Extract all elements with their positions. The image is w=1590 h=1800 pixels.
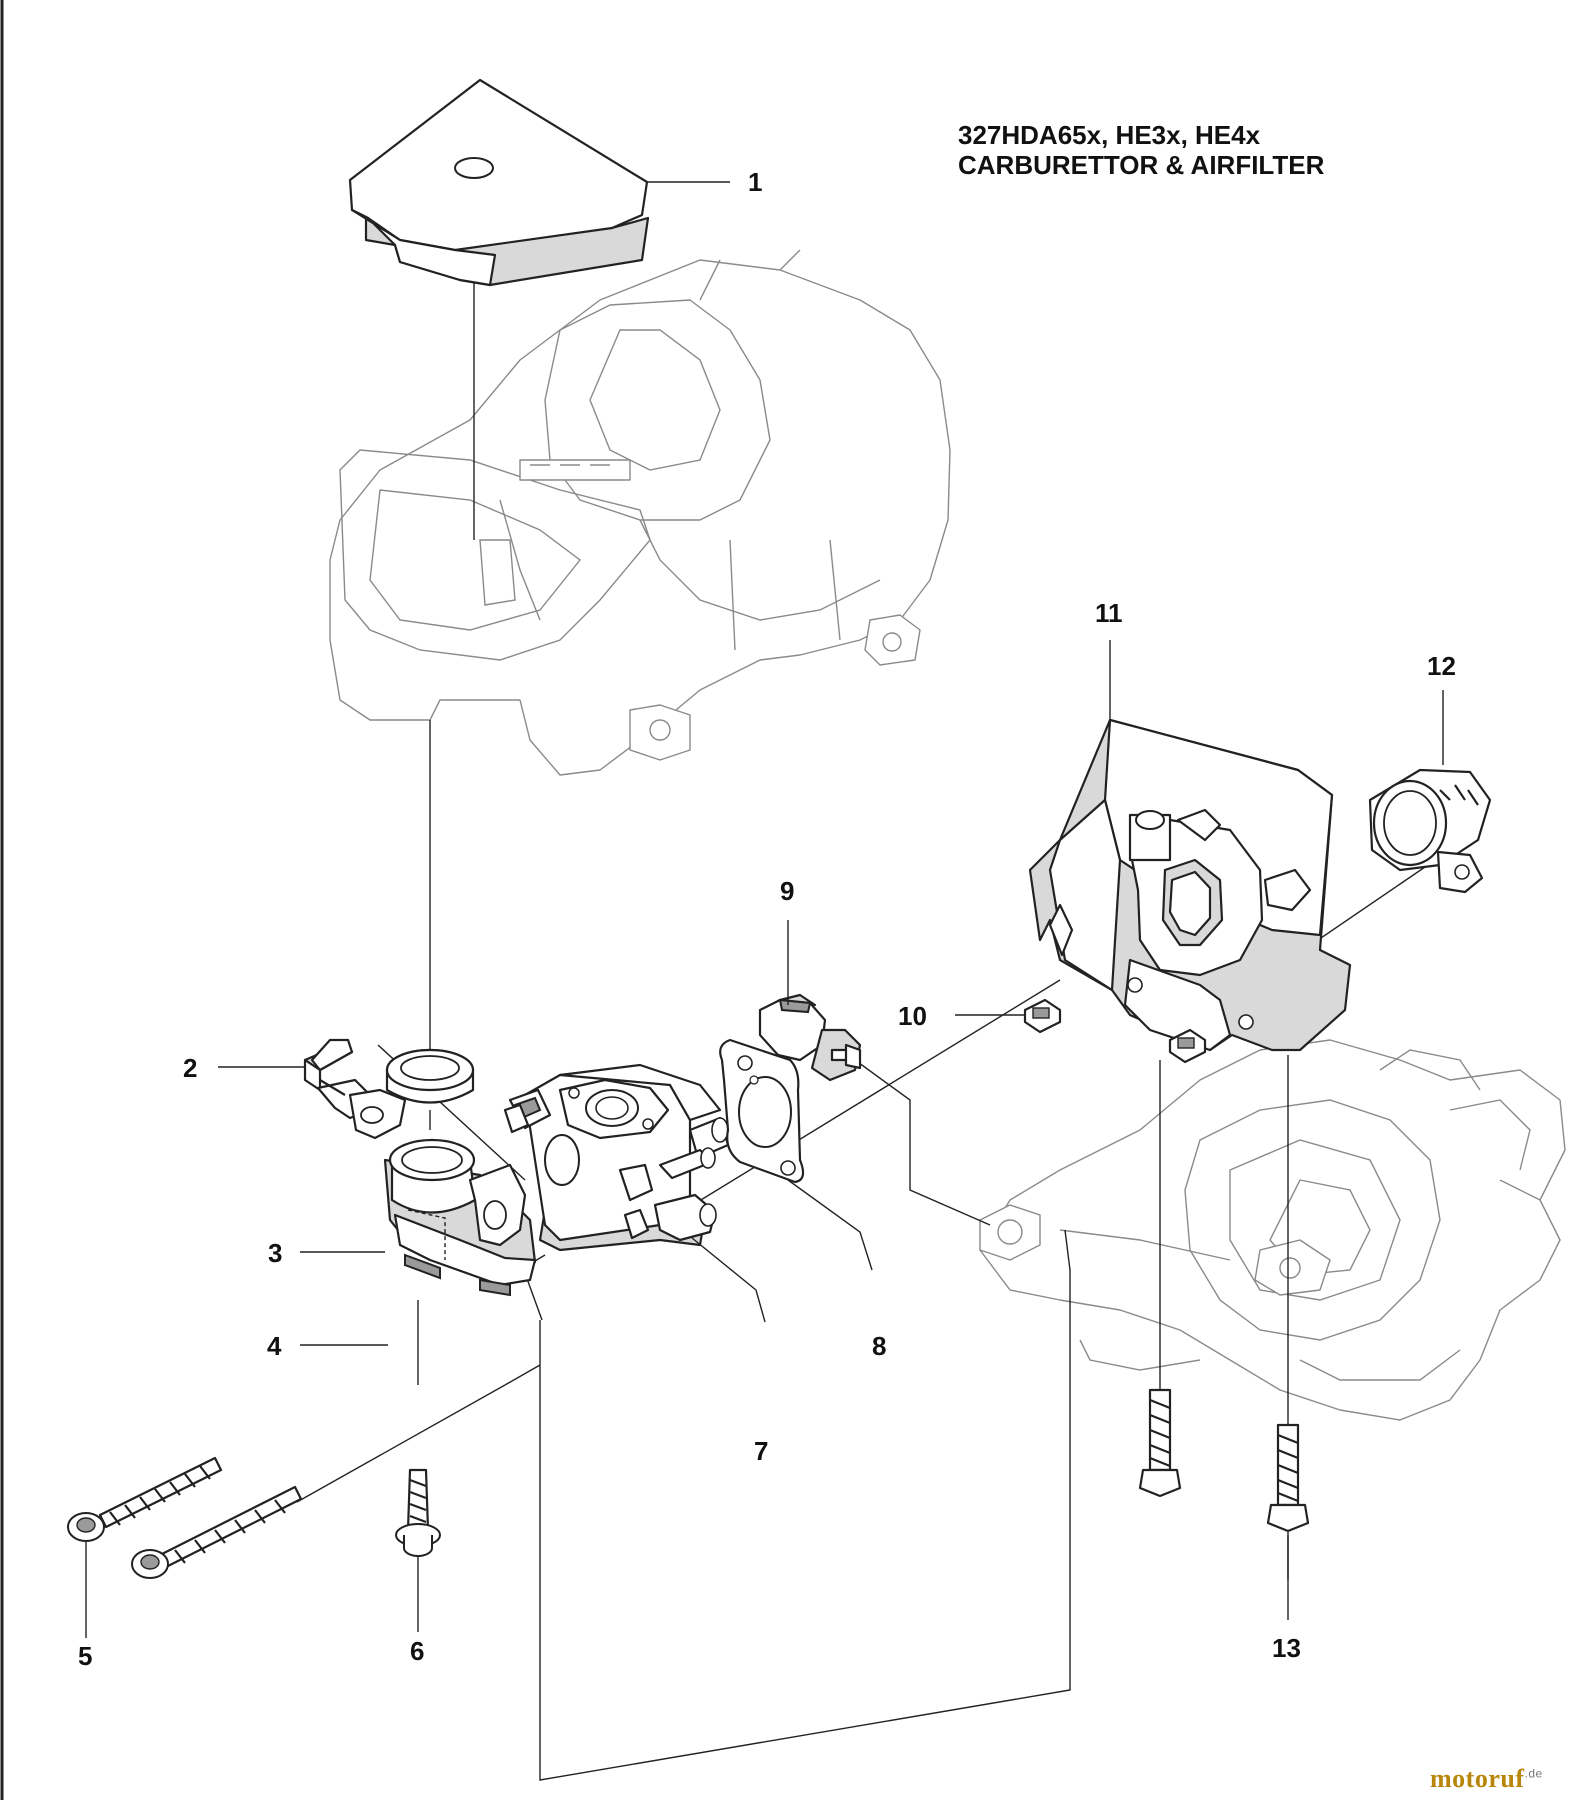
crankcase-outline [979,1039,1566,1421]
part-4-intake-adapter[interactable] [383,1138,537,1297]
callout-6: 6 [410,1636,424,1666]
callout-8: 8 [872,1331,886,1361]
part-9-primer-bulb[interactable] [758,993,862,1082]
part-13-screw[interactable] [1138,1388,1310,1533]
part-5-screw[interactable] [67,1456,303,1579]
callout-9: 9 [780,876,794,906]
diagram-title: 327HDA65x, HE3x, HE4x CARBURETTOR & AIRF… [958,120,1324,180]
part-6-screw[interactable] [395,1468,441,1557]
callout-11: 11 [1095,598,1123,628]
part-7-carburettor[interactable] [503,1063,730,1252]
watermark-logo: motoruf.de [1430,1764,1543,1794]
title-models: 327HDA65x, HE3x, HE4x [958,120,1261,150]
part-1-filter-cover[interactable] [348,78,650,287]
part-3-seal-ring[interactable] [385,1048,475,1104]
callout-5: 5 [78,1641,92,1671]
watermark-text: motoruf [1430,1764,1525,1793]
callout-13: 13 [1272,1633,1301,1663]
callout-7: 7 [754,1436,768,1466]
part-12-intake-bellows[interactable] [1368,768,1492,894]
callout-12: 12 [1427,651,1456,681]
callout-1: 1 [748,167,762,197]
part-10-nut[interactable] [1023,998,1207,1064]
air-filter-housing-outline [329,249,951,776]
callout-4: 4 [267,1331,282,1361]
callout-2: 2 [183,1053,197,1083]
part-2-choke-lever[interactable] [303,1038,407,1140]
part-8-gasket[interactable] [719,1038,805,1184]
callout-labels: 1 2 3 4 5 6 7 8 9 10 11 12 13 [78,167,1456,1671]
part-11-filter-base[interactable] [1028,718,1352,1052]
leader-lines [85,181,1444,1638]
callout-10: 10 [898,1001,927,1031]
watermark-suffix: .de [1524,1766,1543,1781]
callout-3: 3 [268,1238,282,1268]
title-section: CARBURETTOR & AIRFILTER [958,150,1325,180]
